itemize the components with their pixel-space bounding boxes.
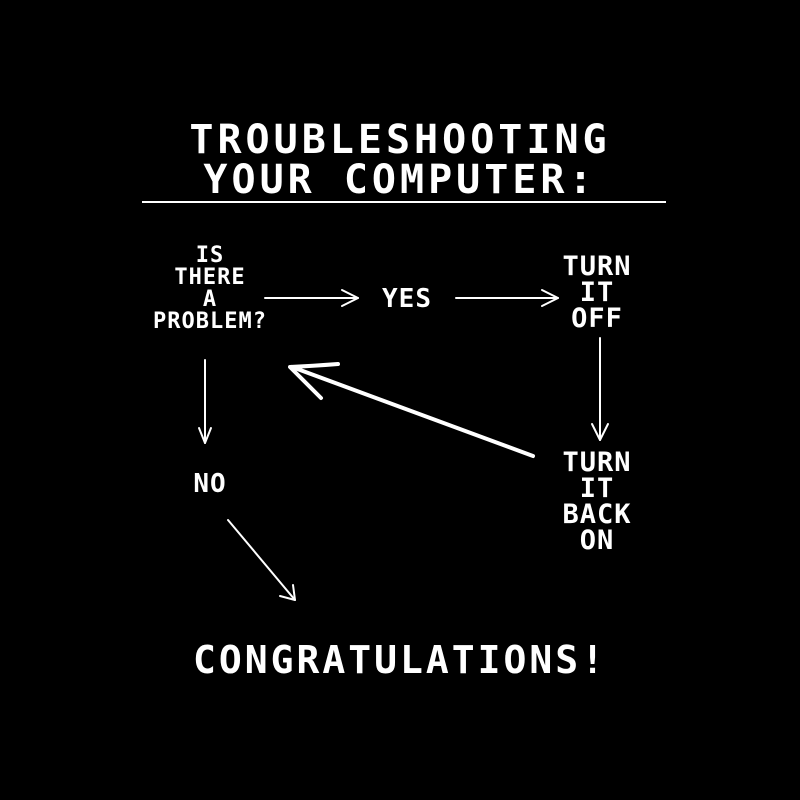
node-text-line: A bbox=[202, 287, 218, 312]
node-text-line: OFF bbox=[571, 303, 623, 334]
arrow-off-to-on bbox=[591, 337, 609, 441]
node-text-line: ON bbox=[579, 525, 615, 556]
node-no: NO bbox=[193, 469, 227, 499]
node-is-there-a-problem: IS THERE A PROBLEM? bbox=[105, 245, 315, 333]
title-underline bbox=[142, 201, 666, 203]
node-text-line: THERE bbox=[174, 265, 246, 290]
node-text-line: PROBLEM? bbox=[153, 309, 267, 334]
arrow-problem-to-no bbox=[198, 359, 212, 444]
node-congratulations: CONGRATULATIONS! bbox=[192, 638, 608, 682]
node-yes: YES bbox=[382, 284, 432, 314]
node-text-line: TURN bbox=[562, 447, 632, 478]
node-text-line: IT bbox=[579, 277, 615, 308]
node-text-line: TURN bbox=[562, 251, 632, 282]
arrow-on-to-problem bbox=[288, 362, 535, 458]
node-turn-it-off: TURN IT OFF bbox=[530, 251, 664, 334]
node-text-line: IS bbox=[195, 243, 225, 268]
title-line-2: YOUR COMPUTER: bbox=[203, 157, 597, 203]
arrow-no-to-congratulations bbox=[227, 519, 296, 601]
node-text-line: IT bbox=[579, 473, 615, 504]
node-text-line: BACK bbox=[562, 499, 632, 530]
title-line-1: TROUBLESHOOTING bbox=[189, 117, 611, 163]
node-turn-it-back-on: TURN IT BACK ON bbox=[530, 447, 664, 556]
